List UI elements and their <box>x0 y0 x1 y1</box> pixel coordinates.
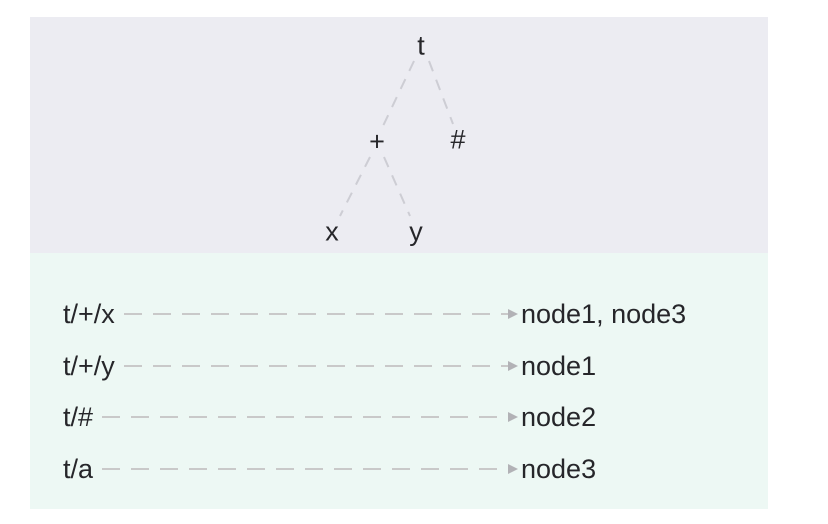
mapping-row: t/# node2 <box>63 397 596 437</box>
mapping-row-lead: t/# <box>63 402 518 433</box>
mapping-row-lead: t/a <box>63 454 518 485</box>
mapping-row-lead: t/+/x <box>63 299 518 330</box>
tree-node-plus-wildcard: + <box>369 126 385 157</box>
matched-nodes: node3 <box>521 453 597 484</box>
matched-nodes: node1 <box>521 350 597 381</box>
tree-node-hash-wildcard: # <box>450 124 466 155</box>
arrow-right-icon <box>508 464 518 474</box>
edge-plus-y <box>383 156 411 217</box>
dashed-connector-line <box>123 365 508 367</box>
subscription-mapping-panel: t/+/x node1, node3 t/+/y node1 t/# node2 <box>30 253 768 509</box>
matched-nodes: node2 <box>521 401 597 432</box>
topic-path: t/# <box>63 401 94 432</box>
matched-nodes: node1, node3 <box>521 298 687 329</box>
edge-plus-x <box>339 156 371 217</box>
dashed-connector-line <box>123 313 508 315</box>
tree-node-x: x <box>325 216 339 247</box>
arrow-right-icon <box>508 361 518 371</box>
topic-path: t/a <box>63 453 94 484</box>
tree-node-t: t <box>417 30 425 61</box>
mapping-row-lead: t/+/y <box>63 351 518 382</box>
dashed-connector-line <box>102 468 508 470</box>
topic-tree-panel: t + # x y <box>30 17 768 254</box>
mapping-row: t/a node3 <box>63 449 596 489</box>
edge-t-plus <box>382 60 415 127</box>
tree-node-y: y <box>409 216 423 247</box>
mapping-row: t/+/y node1 <box>63 346 596 386</box>
dashed-connector-line <box>102 416 508 418</box>
edge-t-hash <box>428 60 454 125</box>
topic-path: t/+/x <box>63 298 115 329</box>
topic-path: t/+/y <box>63 350 115 381</box>
arrow-right-icon <box>508 412 518 422</box>
tree-edges <box>339 60 454 217</box>
arrow-right-icon <box>508 309 518 319</box>
mapping-row: t/+/x node1, node3 <box>63 294 686 334</box>
